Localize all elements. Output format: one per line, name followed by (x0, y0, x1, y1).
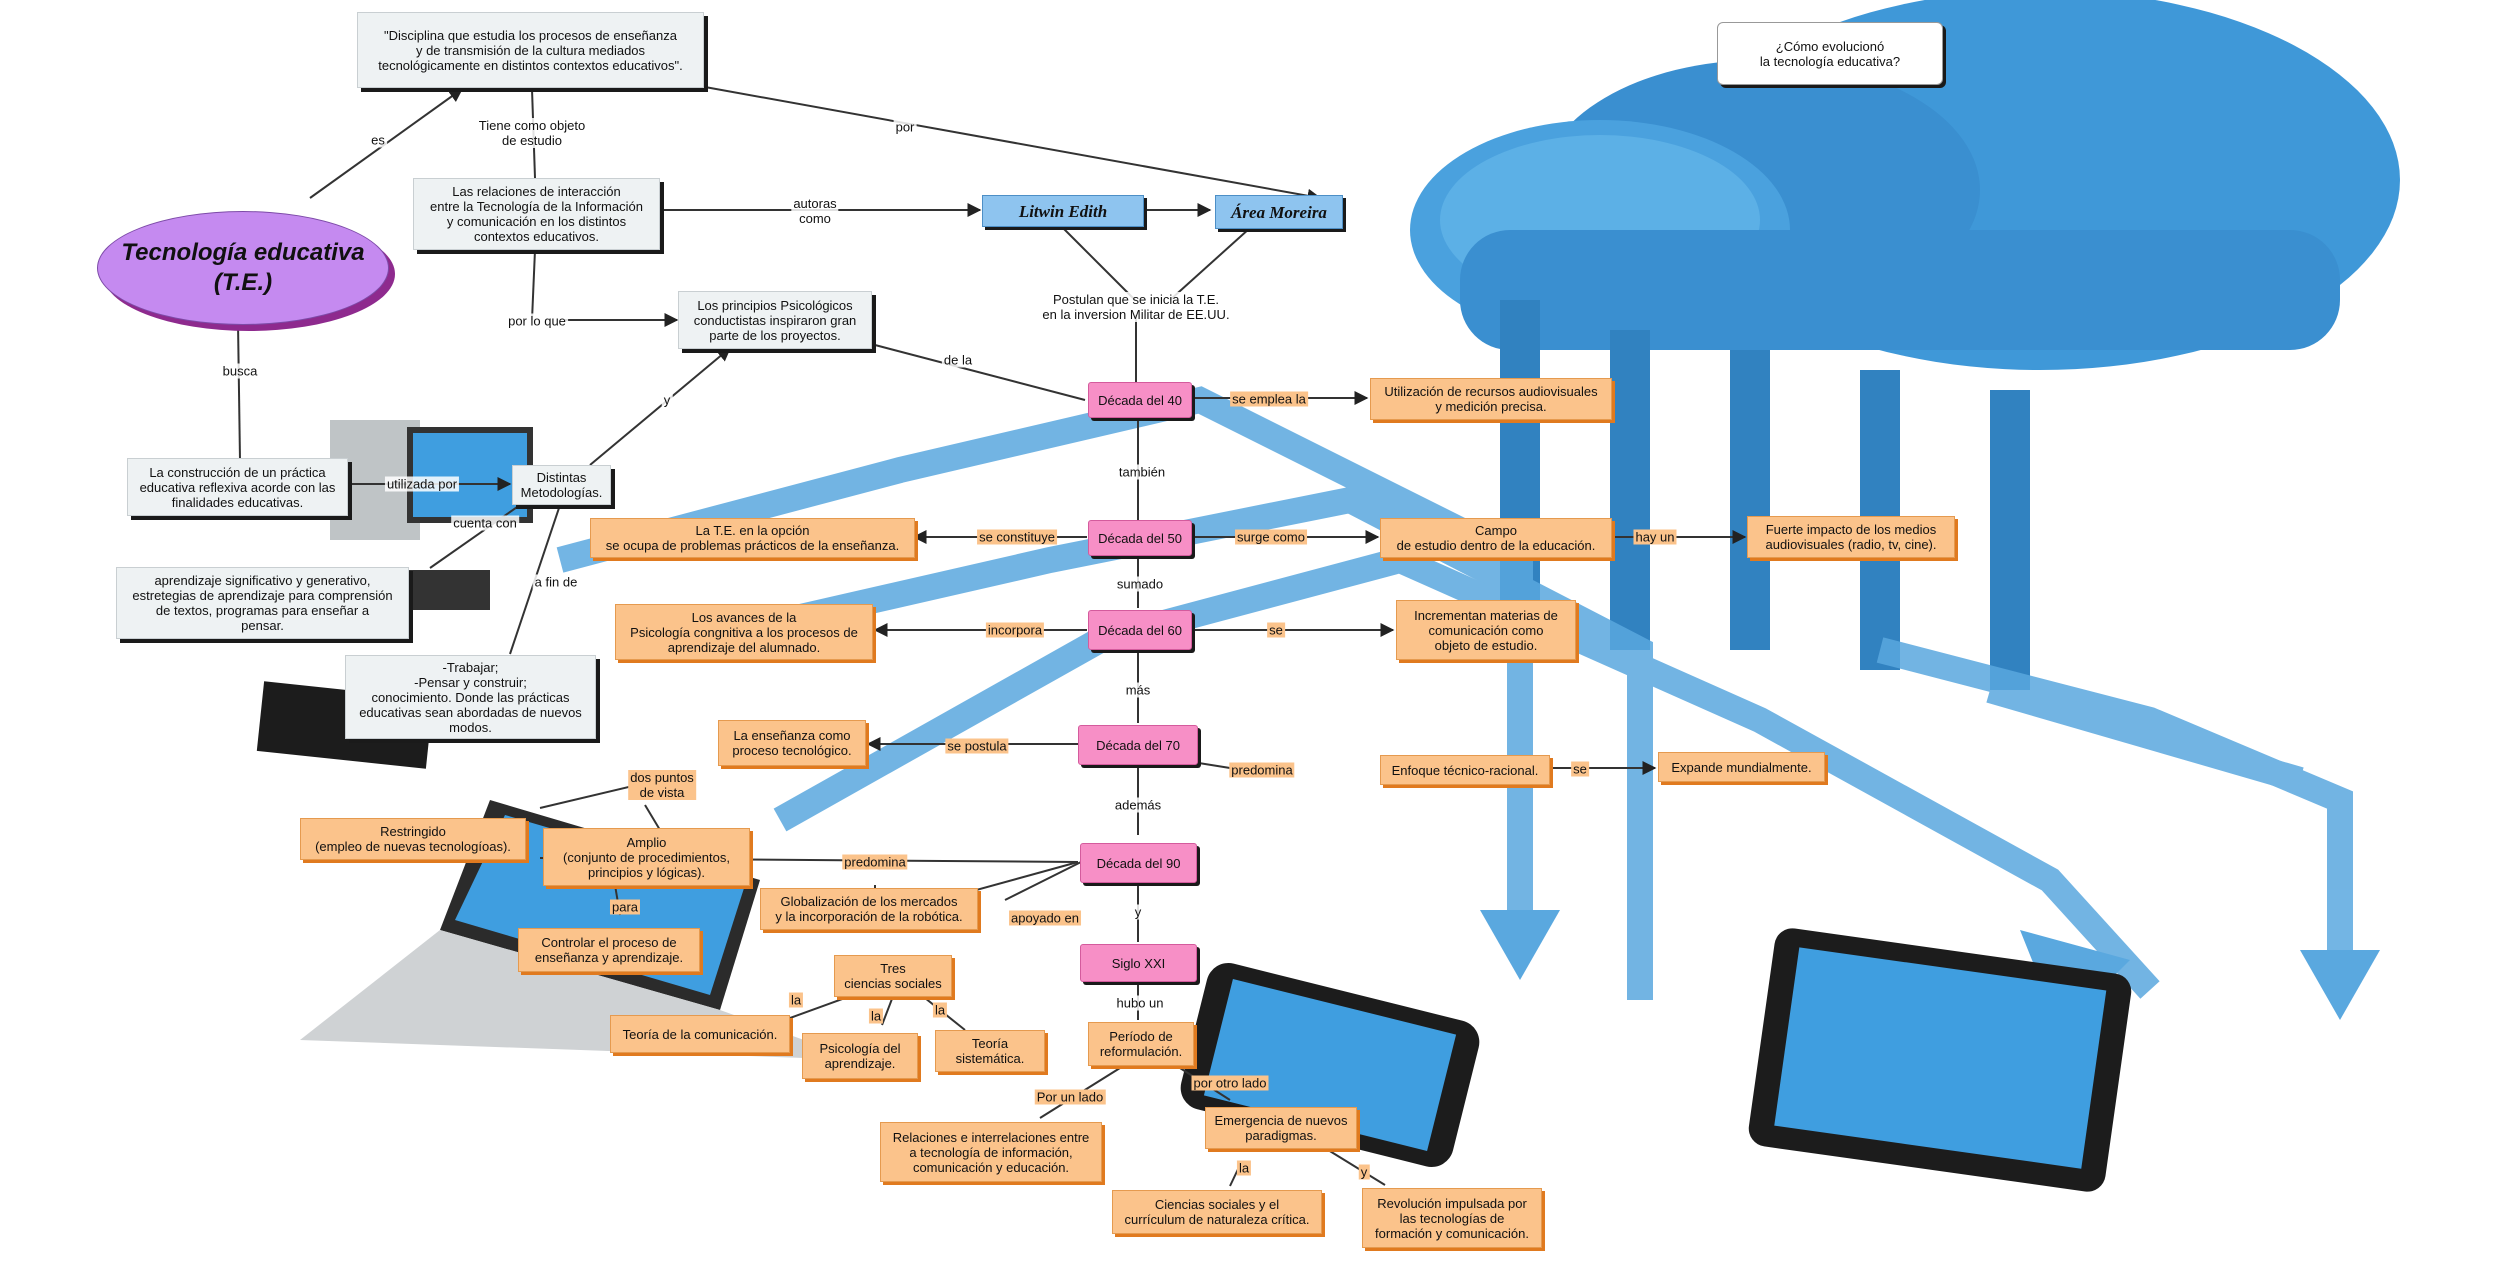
label-es: es (369, 132, 387, 148)
main-concept-tecnologia-educativa[interactable]: Tecnología educativa (T.E.) (97, 211, 389, 325)
node-expande[interactable]: Expande mundialmente. (1658, 752, 1825, 782)
node-campo[interactable]: Campo de estudio dentro de la educación. (1380, 518, 1612, 558)
label-utilizada: utilizada por (384, 476, 460, 492)
node-area-moreira[interactable]: Área Moreira (1215, 195, 1343, 229)
node-litwin-edith[interactable]: Litwin Edith (982, 195, 1144, 227)
label-sumado: sumado (1114, 576, 1166, 592)
node-construccion[interactable]: La construcción de un práctica educativa… (127, 458, 348, 516)
tablet-icon (1748, 928, 2132, 1192)
node-audiovisuales[interactable]: Utilización de recursos audiovisuales y … (1370, 378, 1612, 420)
label-predomina2: predomina (842, 854, 908, 870)
node-teoria-comunicacion[interactable]: Teoría de la comunicación. (610, 1015, 790, 1053)
label-postulan: Postulan que se inicia la T.E. en la inv… (1040, 292, 1232, 322)
label-tiene: Tiene como objeto de estudio (476, 118, 588, 148)
label-autoras: autoras como (791, 196, 839, 226)
node-globalizacion[interactable]: Globalización de los mercados y la incor… (760, 888, 978, 930)
label-afin: a fin de (532, 574, 580, 590)
node-emergencia[interactable]: Emergencia de nuevos paradigmas. (1205, 1107, 1357, 1149)
label-y2: y (1132, 904, 1144, 920)
node-definicion[interactable]: "Disciplina que estudia los procesos de … (357, 12, 704, 88)
node-controlar[interactable]: Controlar el proceso de enseñanza y apre… (518, 928, 700, 972)
node-relaciones2[interactable]: Relaciones e interrelaciones entre a tec… (880, 1122, 1102, 1182)
node-proceso[interactable]: La enseñanza como proceso tecnológico. (718, 720, 866, 766)
label-para: para (609, 899, 641, 915)
label-dospuntos: dos puntos de vista (628, 770, 696, 800)
label-predomina1: predomina (1229, 762, 1295, 778)
label-porotrolado: por otro lado (1191, 1075, 1269, 1091)
label-la3: la (932, 1002, 948, 1018)
node-principios[interactable]: Los principios Psicológicos conductistas… (678, 291, 872, 349)
node-avances[interactable]: Los avances de la Psicología congnitiva … (615, 604, 873, 660)
node-restringido[interactable]: Restringido (empleo de nuevas tecnologío… (300, 818, 526, 860)
label-dela: de la (941, 352, 975, 368)
node-enfoque[interactable]: Enfoque técnico-racional. (1380, 755, 1550, 785)
label-se2: se (1571, 761, 1589, 777)
label-ademas: además (1112, 797, 1164, 813)
node-amplio[interactable]: Amplio (conjunto de procedimientos, prin… (543, 828, 750, 886)
label-la4: la (1236, 1160, 1252, 1176)
label-y1: y (661, 392, 673, 408)
node-decada-60[interactable]: Década del 60 (1088, 610, 1192, 650)
label-mas: más (1123, 682, 1153, 698)
question-box[interactable]: ¿Cómo evolucionó la tecnología educativa… (1717, 22, 1943, 85)
node-decada-70[interactable]: Década del 70 (1078, 725, 1198, 765)
node-trabajar[interactable]: -Trabajar; -Pensar y construir; conocimi… (345, 655, 596, 739)
node-tres-ciencias[interactable]: Tres ciencias sociales (834, 955, 952, 997)
node-metodologias[interactable]: Distintas Metodologías. (512, 465, 611, 505)
label-la1: la (788, 992, 804, 1008)
label-se1: se (1267, 622, 1285, 638)
label-postula: se postula (945, 738, 1009, 754)
label-tambien: también (1116, 464, 1168, 480)
node-siglo-xxi[interactable]: Siglo XXI (1080, 944, 1197, 982)
node-relaciones[interactable]: Las relaciones de interacción entre la T… (413, 178, 660, 250)
label-apoyado: apoyado en (1009, 910, 1081, 926)
node-materias[interactable]: Incrementan materias de comunicación com… (1396, 600, 1576, 660)
label-por: por (893, 119, 917, 135)
network-arrows (556, 386, 2353, 1000)
label-y3: y (1358, 1164, 1370, 1180)
label-constituye: se constituye (977, 529, 1057, 545)
node-teoria-sistematica[interactable]: Teoría sistemática. (935, 1030, 1045, 1072)
node-ciencias-sociales[interactable]: Ciencias sociales y el currículum de nat… (1112, 1190, 1322, 1234)
node-revolucion[interactable]: Revolución impulsada por las tecnologías… (1362, 1188, 1542, 1248)
label-surge: surge como (1235, 529, 1307, 545)
node-psicologia[interactable]: Psicología del aprendizaje. (802, 1033, 918, 1079)
node-aprendizaje[interactable]: aprendizaje significativo y generativo, … (116, 567, 409, 639)
node-decada-90[interactable]: Década del 90 (1080, 843, 1197, 883)
label-hayun: hay un (1633, 529, 1677, 545)
node-impacto[interactable]: Fuerte impacto de los medios audiovisual… (1747, 516, 1955, 558)
node-periodo[interactable]: Período de reformulación. (1088, 1022, 1194, 1066)
label-cuenta: cuenta con (451, 515, 519, 531)
node-decada-40[interactable]: Década del 40 (1088, 382, 1192, 418)
label-porunlado: Por un lado (1034, 1089, 1106, 1105)
label-incorpora: incorpora (985, 622, 1045, 638)
cloud-icon (1410, 0, 2400, 690)
node-decada-50[interactable]: Década del 50 (1088, 520, 1192, 556)
label-hubo: hubo un (1114, 995, 1166, 1011)
label-porloque: por lo que (506, 313, 568, 329)
label-busca: busca (220, 363, 260, 379)
node-opcion[interactable]: La T.E. en la opción se ocupa de problem… (590, 518, 915, 558)
label-la2: la (868, 1008, 884, 1024)
label-emplea: se emplea la (1230, 391, 1308, 407)
